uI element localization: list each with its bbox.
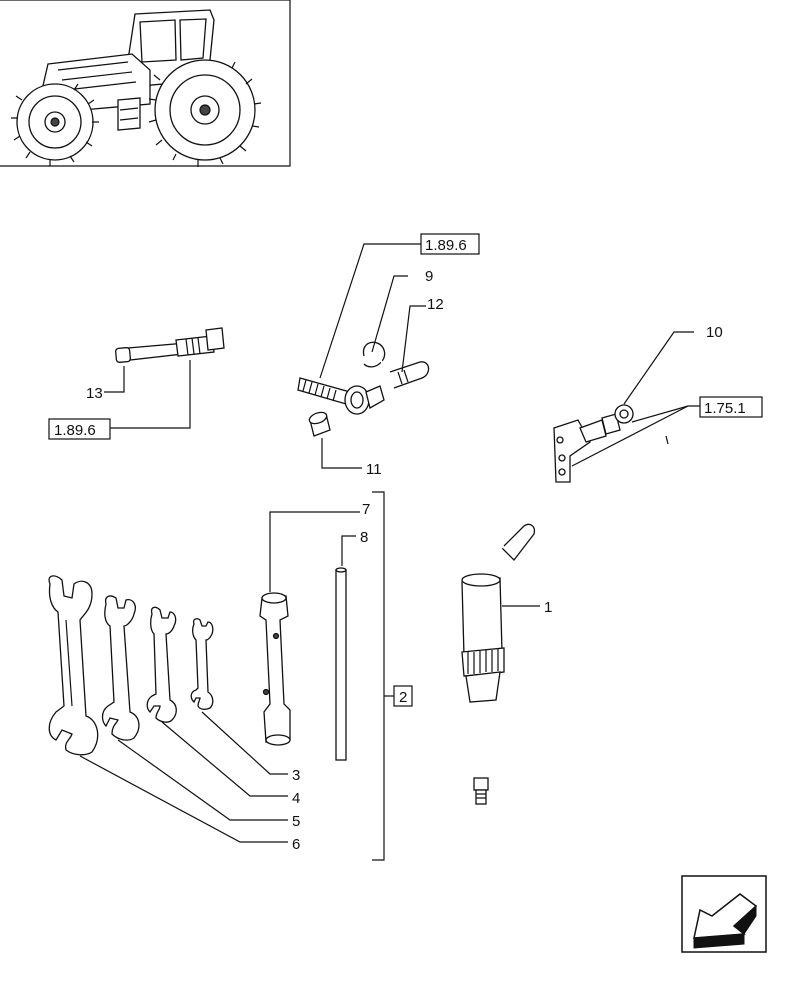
callout-7: 7 <box>362 501 370 518</box>
tractor-icon <box>11 9 262 167</box>
part-wrench-4 <box>146 606 177 723</box>
reference-box-top: 1.89.6 <box>425 237 467 254</box>
part-wrench-3 <box>190 618 214 710</box>
part-wrench-6 <box>48 575 99 756</box>
callout-13: 13 <box>86 385 103 402</box>
tractor-thumbnail <box>0 0 291 167</box>
reference-box-left: 1.89.6 <box>54 422 96 439</box>
part-bracket-switch <box>553 404 634 483</box>
part-bolt-assembly <box>297 341 430 437</box>
callout-5: 5 <box>292 813 300 830</box>
callout-9: 9 <box>425 268 433 285</box>
callout-4: 4 <box>292 790 300 807</box>
callout-8: 8 <box>360 529 368 546</box>
part-wrench-5 <box>101 595 140 741</box>
callout-12: 12 <box>427 296 444 313</box>
callout-11: 11 <box>366 461 382 478</box>
callout-6: 6 <box>292 836 300 853</box>
part-rod-8 <box>335 567 347 761</box>
part-grease-gun-1 <box>461 523 536 805</box>
reference-box-right: 1.75.1 <box>704 400 746 417</box>
part-socket-wrench-7 <box>259 592 291 746</box>
callout-3: 3 <box>292 767 300 784</box>
callout-10: 10 <box>706 324 723 341</box>
part-shaft-13 <box>115 327 225 363</box>
callout-1: 1 <box>544 599 552 616</box>
reference-box-kit: 2 <box>399 689 407 706</box>
previous-page-arrow-icon[interactable] <box>681 875 767 953</box>
